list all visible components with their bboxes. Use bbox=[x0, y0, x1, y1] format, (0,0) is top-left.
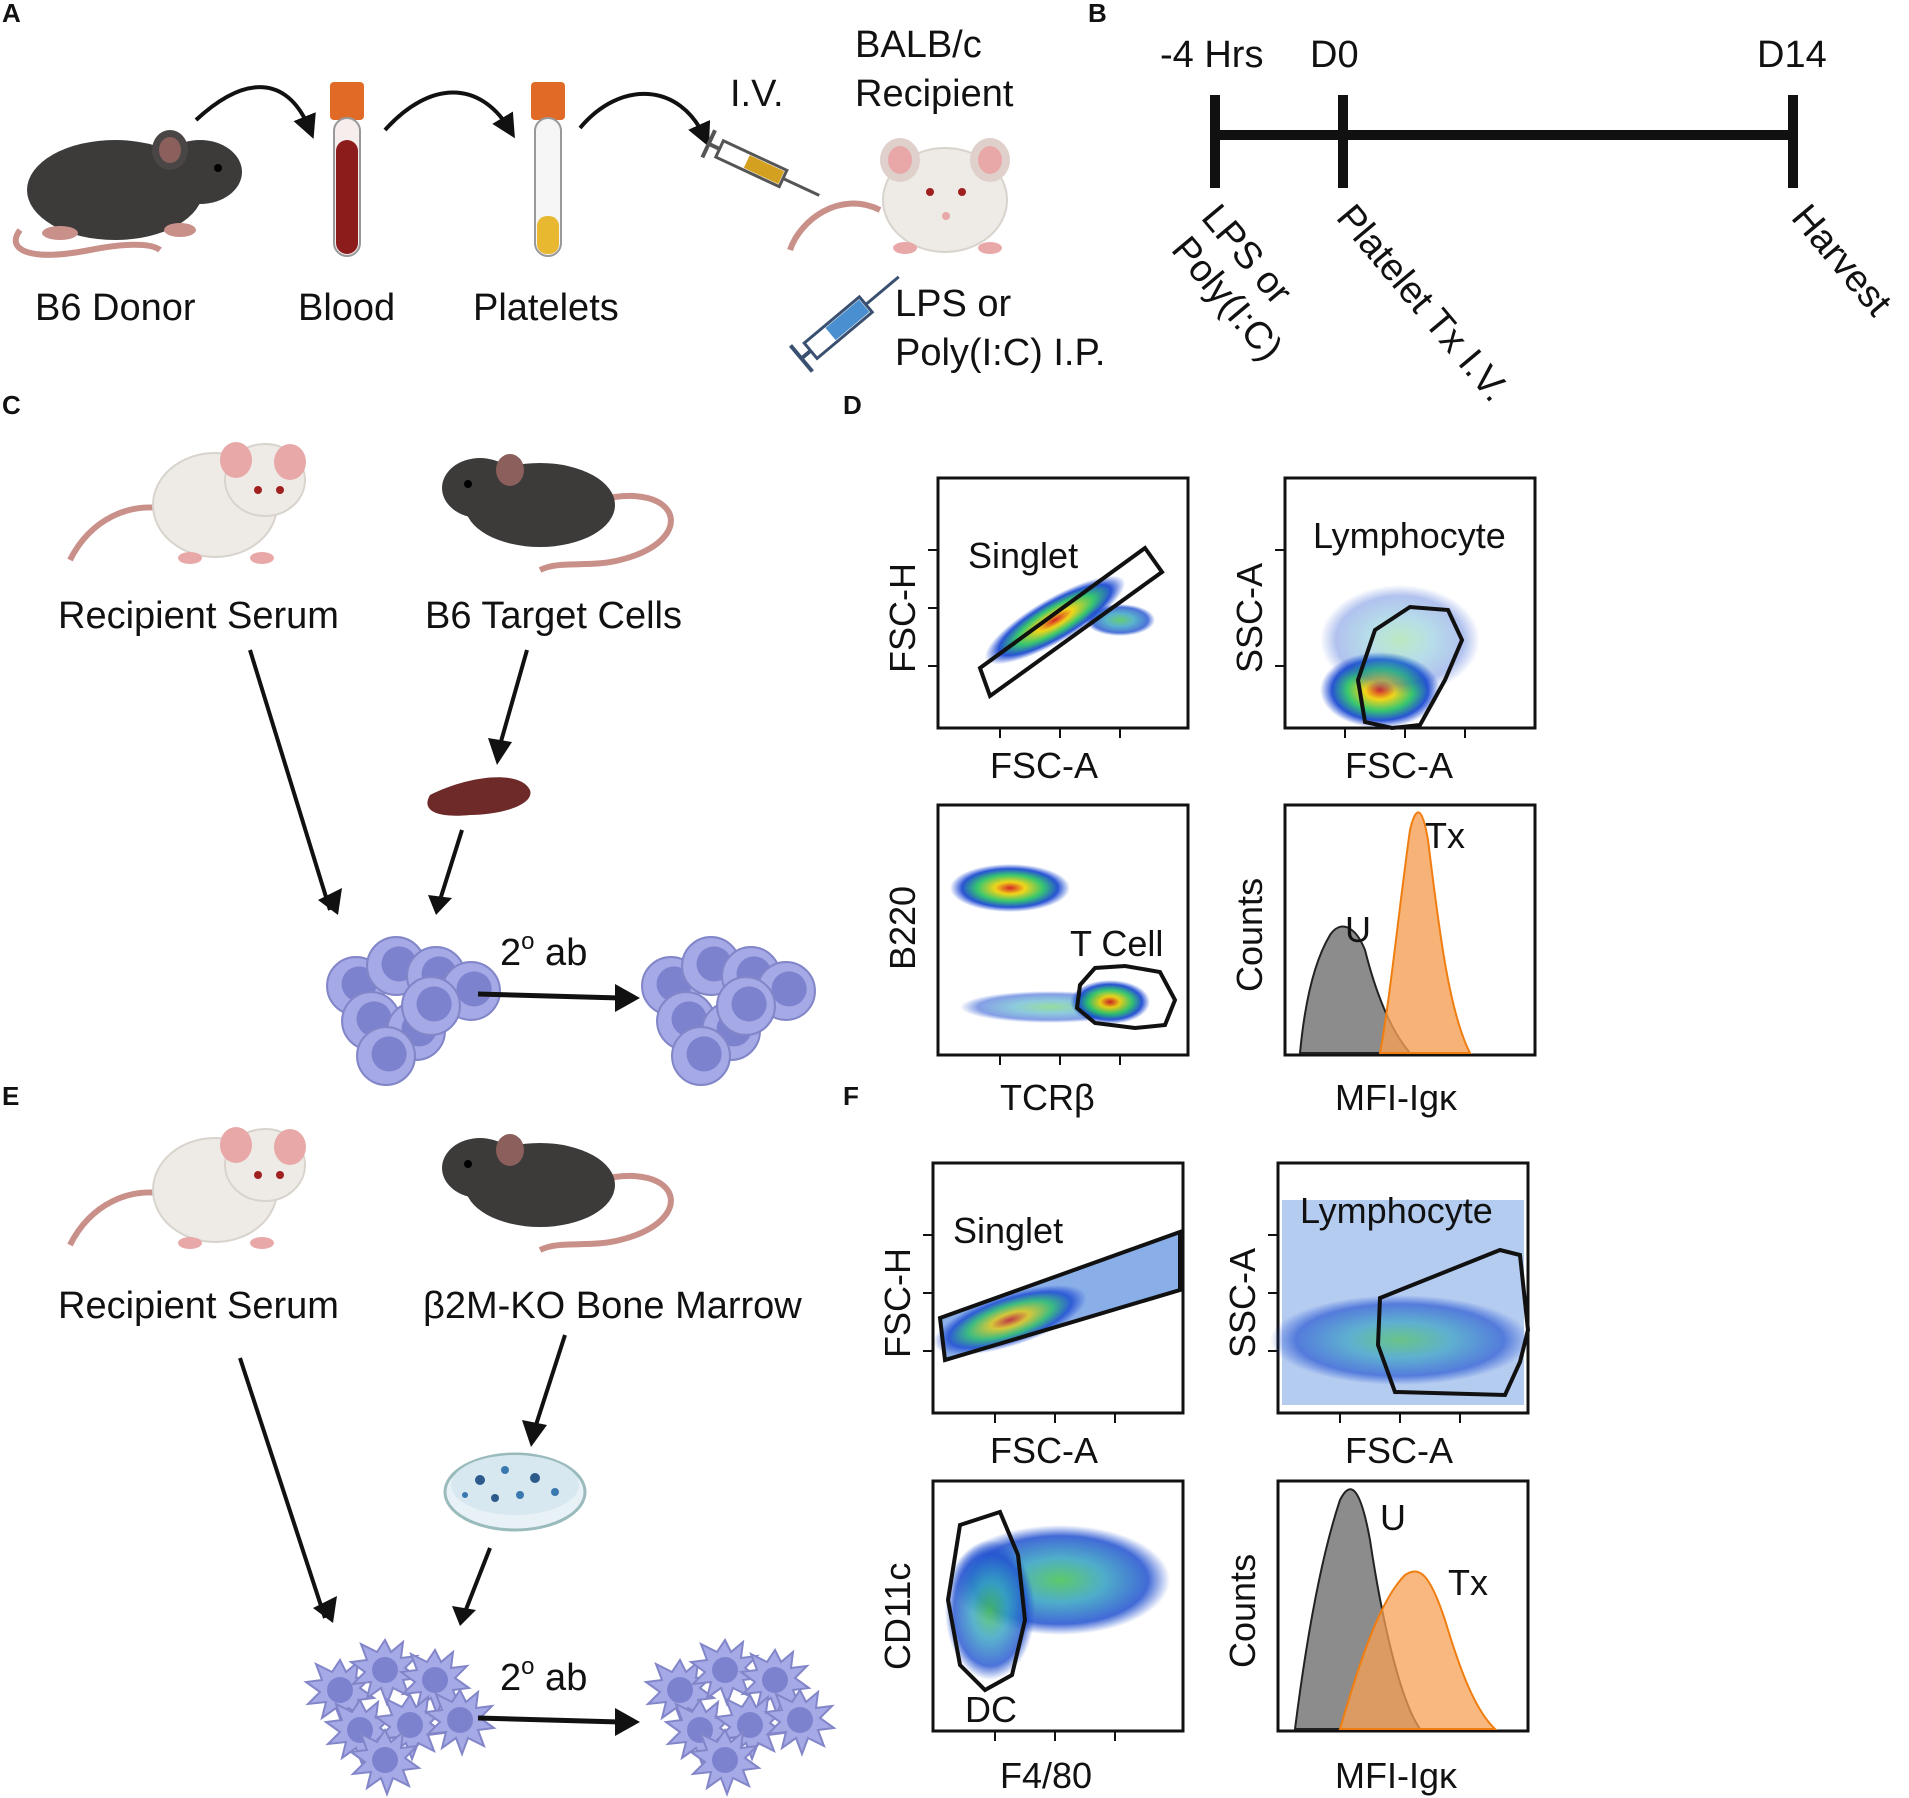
dc-cluster-after-icon bbox=[645, 1639, 835, 1795]
b2m-ko-mouse-icon bbox=[442, 1134, 674, 1253]
dc-cluster-before-icon bbox=[305, 1639, 495, 1795]
recipient-serum-label-e: Recipient Serum bbox=[58, 1285, 339, 1327]
secondary-ab-label-e: 2o ab bbox=[500, 1653, 587, 1699]
arrow-serum-to-cells bbox=[248, 649, 332, 911]
timeline-event-end: Harvest bbox=[1783, 197, 1900, 325]
panel-b-letter: B bbox=[1088, 0, 1107, 28]
d-plot4-ylabel: Counts bbox=[1229, 878, 1270, 992]
f-plot-dc: DC F4/80 CD11c bbox=[877, 1479, 1185, 1796]
iv-label: I.V. bbox=[730, 73, 784, 115]
recipient-serum-label: Recipient Serum bbox=[58, 595, 339, 637]
timeline-event-d0: Platelet Tx I.V. bbox=[1328, 197, 1516, 410]
panel-a: A B6 Donor Blood Platelets bbox=[2, 0, 1105, 374]
blood-tube-icon bbox=[330, 82, 364, 257]
d-plot2-ylabel: SSC-A bbox=[1229, 563, 1270, 673]
cell-cluster-before-icon bbox=[326, 936, 501, 1086]
d-plot2-xlabel: FSC-A bbox=[1345, 745, 1453, 786]
f-plot-lymphocyte: Lymphocyte FSC-A SSC-A bbox=[1222, 1161, 1531, 1471]
arrow-blood-to-platelets bbox=[383, 90, 515, 139]
f-plot4-u-label: U bbox=[1380, 1497, 1406, 1538]
timeline-label-d0: D0 bbox=[1310, 34, 1359, 76]
panel-e: E Recipient Serum β2M-KO Bone Marrow bbox=[2, 1081, 835, 1795]
b6-target-cells-label: B6 Target Cells bbox=[425, 595, 682, 637]
d-plot2-gate-label: Lymphocyte bbox=[1313, 515, 1506, 556]
arrow-donor-to-blood bbox=[194, 85, 316, 139]
iv-syringe-icon bbox=[700, 129, 820, 197]
b6-mouse-icon bbox=[442, 454, 674, 573]
recipient-label-line2: Recipient bbox=[855, 73, 1014, 115]
f-plot4-ylabel: Counts bbox=[1222, 1554, 1263, 1668]
f-plot1-ylabel: FSC-H bbox=[877, 1248, 918, 1358]
d-plot3-ylabel: B220 bbox=[882, 886, 923, 970]
recipient-mouse-icon bbox=[67, 442, 306, 564]
recipient-label-line1: BALB/c bbox=[855, 24, 982, 66]
panel-f: F Singlet FSC-A FSC-H Lymphoc bbox=[843, 1081, 1531, 1796]
arrow-mouse-to-dish bbox=[533, 1334, 567, 1429]
d-plot1-xlabel: FSC-A bbox=[990, 745, 1098, 786]
d-plot-histogram: Tx U MFI-Igκ Counts bbox=[1229, 803, 1537, 1118]
arrow-secondary-ab-e bbox=[477, 1715, 621, 1725]
d-plot3-xlabel: TCRβ bbox=[1000, 1077, 1095, 1118]
b6-donor-mouse-icon bbox=[12, 130, 242, 258]
d-plot-t-cell: T Cell TCRβ B220 bbox=[882, 803, 1190, 1118]
blood-label: Blood bbox=[298, 287, 395, 329]
panel-d: D Singlet FSC-A FSC-H Lymphoc bbox=[843, 390, 1537, 1118]
arrow-secondary-ab bbox=[477, 991, 621, 1001]
timeline-label-end: D14 bbox=[1757, 34, 1827, 76]
f-plot-singlet: Singlet FSC-A FSC-H bbox=[877, 1161, 1185, 1471]
injection-label-line2: Poly(I:C) I.P. bbox=[895, 332, 1105, 374]
panel-c: C Recipient Serum B6 Target Cells bbox=[2, 390, 816, 1086]
f-plot4-xlabel: MFI-Igκ bbox=[1335, 1755, 1458, 1796]
recipient-mouse-icon-e bbox=[67, 1127, 306, 1249]
d-plot4-u-label: U bbox=[1345, 909, 1371, 950]
f-plot-histogram: U Tx MFI-Igκ Counts bbox=[1222, 1479, 1530, 1796]
d-histogram-tx bbox=[1378, 811, 1472, 1054]
f-plot3-ylabel: CD11c bbox=[877, 1563, 918, 1670]
platelets-label: Platelets bbox=[473, 287, 619, 329]
f-histogram-tx bbox=[1338, 1570, 1498, 1730]
injection-label-line1: LPS or bbox=[895, 283, 1012, 325]
donor-label: B6 Donor bbox=[35, 287, 196, 329]
balbc-recipient-mouse-icon bbox=[787, 138, 1010, 254]
arrow-serum-to-dcs bbox=[238, 1357, 327, 1619]
d-plot4-xlabel: MFI-Igκ bbox=[1335, 1077, 1458, 1118]
f-plot4-tx-label: Tx bbox=[1448, 1562, 1488, 1603]
arrow-platelets-to-recipient bbox=[578, 92, 711, 147]
f-plot1-xlabel: FSC-A bbox=[990, 1430, 1098, 1471]
d-plot3-gate-label: T Cell bbox=[1070, 923, 1163, 964]
arrow-dish-to-dcs bbox=[463, 1547, 492, 1613]
panel-e-letter: E bbox=[2, 1081, 19, 1111]
d-plot-singlet: Singlet FSC-A FSC-H bbox=[882, 476, 1190, 786]
arrow-spleen-to-cells bbox=[438, 829, 464, 901]
panel-f-letter: F bbox=[843, 1081, 859, 1111]
panel-a-letter: A bbox=[2, 0, 21, 28]
panel-d-letter: D bbox=[843, 390, 862, 420]
d-plot1-ylabel: FSC-H bbox=[882, 563, 923, 673]
b2m-ko-bone-marrow-label: β2M-KO Bone Marrow bbox=[423, 1285, 802, 1327]
panel-c-letter: C bbox=[2, 390, 21, 420]
d-plot-lymphocyte: Lymphocyte FSC-A SSC-A bbox=[1229, 476, 1537, 786]
f-plot2-gate-label: Lymphocyte bbox=[1300, 1190, 1493, 1231]
panel-b: B -4 Hrs D0 D14 LPS or Poly(I:C) Platele… bbox=[1088, 0, 1900, 410]
timeline-label-start: -4 Hrs bbox=[1160, 34, 1263, 76]
spleen-icon bbox=[427, 777, 531, 816]
f-plot1-gate-label: Singlet bbox=[953, 1210, 1063, 1251]
d-plot1-gate-label: Singlet bbox=[968, 535, 1078, 576]
ip-syringe-icon bbox=[788, 275, 900, 373]
cell-cluster-after-icon bbox=[641, 936, 816, 1086]
f-plot3-xlabel: F4/80 bbox=[1000, 1755, 1092, 1796]
arrow-mouse-to-spleen bbox=[498, 649, 529, 746]
platelet-tube-icon bbox=[531, 82, 565, 257]
f-plot2-xlabel: FSC-A bbox=[1345, 1430, 1453, 1471]
petri-dish-icon bbox=[443, 1452, 587, 1532]
f-plot2-ylabel: SSC-A bbox=[1222, 1248, 1263, 1358]
f-plot3-gate-label: DC bbox=[965, 1689, 1017, 1730]
secondary-ab-label: 2o ab bbox=[500, 928, 587, 974]
d-plot4-tx-label: Tx bbox=[1425, 815, 1465, 856]
